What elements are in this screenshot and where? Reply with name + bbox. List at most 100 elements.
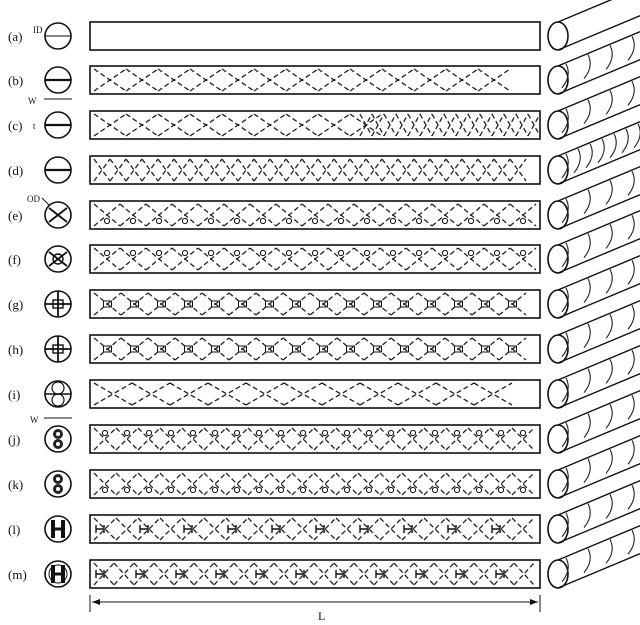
- insert-hole: [387, 486, 395, 494]
- insert-hole: [453, 486, 461, 494]
- isometric-tube: [547, 120, 640, 185]
- insert-hole: [211, 486, 219, 494]
- insert-pattern: [93, 113, 541, 137]
- insert-hole: [363, 249, 371, 257]
- tube-top-edge: [557, 344, 640, 381]
- insert-hole: [155, 249, 163, 257]
- isometric-tube: [547, 524, 640, 589]
- insert-hole: [285, 249, 293, 257]
- insert-notch: [454, 300, 463, 308]
- h-insert-right: [61, 520, 65, 538]
- insert-hole: [233, 217, 241, 225]
- isometric-insert: [561, 259, 635, 313]
- insert-strip: [48, 251, 68, 267]
- insert-hole: [343, 429, 351, 437]
- insert-hole: [431, 429, 439, 437]
- h-element: [495, 570, 505, 578]
- tube-bottom-edge: [557, 552, 640, 589]
- insert-hole: [387, 429, 395, 437]
- isometric-tube: [547, 0, 640, 51]
- tube-end-face: [547, 200, 569, 230]
- insert-hole: [233, 486, 241, 494]
- insert-hole: [519, 429, 527, 437]
- tube-end-face: [547, 514, 569, 544]
- insert-hole: [311, 217, 319, 225]
- insert-hole: [475, 486, 483, 494]
- insert-notch: [508, 345, 517, 353]
- tube-outline: [89, 155, 541, 185]
- tube-top-edge: [557, 75, 640, 112]
- isometric-insert: [561, 170, 635, 224]
- tube-top-edge: [557, 209, 640, 246]
- tube-top-edge: [557, 524, 640, 561]
- tube-bottom-edge: [557, 58, 640, 95]
- insert-notch: [238, 345, 247, 353]
- tube-outline: [89, 110, 541, 140]
- h-element: [359, 525, 369, 533]
- insert-hole: [389, 249, 397, 257]
- row-label: (h): [8, 342, 23, 357]
- insert-notch: [319, 345, 328, 353]
- insert-hole: [145, 429, 153, 437]
- insert-hole: [365, 429, 373, 437]
- tube-bottom-edge: [557, 417, 640, 454]
- row-label: (e): [8, 208, 22, 223]
- insert-hole: [299, 429, 307, 437]
- insert-hole: [167, 486, 175, 494]
- twin-width-label: W: [30, 415, 39, 425]
- h-element: [375, 570, 385, 578]
- tube-end-face: [547, 21, 569, 51]
- insert-pattern: [93, 337, 527, 361]
- insert-hole: [277, 429, 285, 437]
- tube-end-face: [547, 469, 569, 499]
- insert-notch: [211, 345, 220, 353]
- insert-hole: [56, 487, 60, 491]
- insert-ring: [48, 564, 68, 584]
- insert-hole: [389, 217, 397, 225]
- insert-hole: [145, 486, 153, 494]
- isometric-insert: [561, 80, 635, 134]
- tube-bottom-edge: [557, 237, 640, 274]
- insert-hole: [497, 486, 505, 494]
- row-label: (b): [8, 73, 23, 88]
- insert-hole: [285, 217, 293, 225]
- insert-hole: [409, 429, 417, 437]
- insert-hole: [167, 429, 175, 437]
- insert-hole: [337, 249, 345, 257]
- row-labels: (a)(b)(c)(d)(e)(f)(g)(h)(i)(j)(k)(l)(m): [8, 29, 27, 582]
- row-label: (j): [8, 432, 20, 447]
- insert-hole: [255, 429, 263, 437]
- insert-hole: [207, 217, 215, 225]
- isometric-views: [547, 0, 640, 589]
- tube-end-face: [547, 110, 569, 140]
- insert-notch: [346, 345, 355, 353]
- twin-tube-lower: [51, 393, 65, 407]
- tube-top-edge: [557, 165, 640, 202]
- twin-tube-upper: [51, 381, 65, 395]
- h-element: [183, 525, 193, 533]
- width-label: W: [28, 96, 37, 106]
- h-element: [455, 570, 465, 578]
- insert-hole: [343, 486, 351, 494]
- row-label: (c): [8, 118, 22, 133]
- insert-notch: [130, 345, 139, 353]
- row-label: (m): [8, 567, 27, 582]
- insert-pattern: [93, 292, 527, 316]
- insert-hole: [431, 486, 439, 494]
- insert-hole: [259, 249, 267, 257]
- insert-notch: [481, 300, 490, 308]
- insert-notch: [427, 345, 436, 353]
- insert-hole: [467, 249, 475, 257]
- insert-hole: [207, 249, 215, 257]
- insert-hole: [123, 429, 131, 437]
- insert-notch: [400, 345, 409, 353]
- insert-hole: [103, 217, 111, 225]
- h-insert-left: [51, 520, 55, 538]
- tube-bottom-edge: [557, 462, 640, 499]
- tube-end-face: [547, 244, 569, 274]
- h-element: [95, 570, 105, 578]
- tube-top-edge: [557, 120, 640, 157]
- insert-strip: [48, 207, 68, 223]
- insert-hole: [181, 249, 189, 257]
- h-element: [315, 525, 325, 533]
